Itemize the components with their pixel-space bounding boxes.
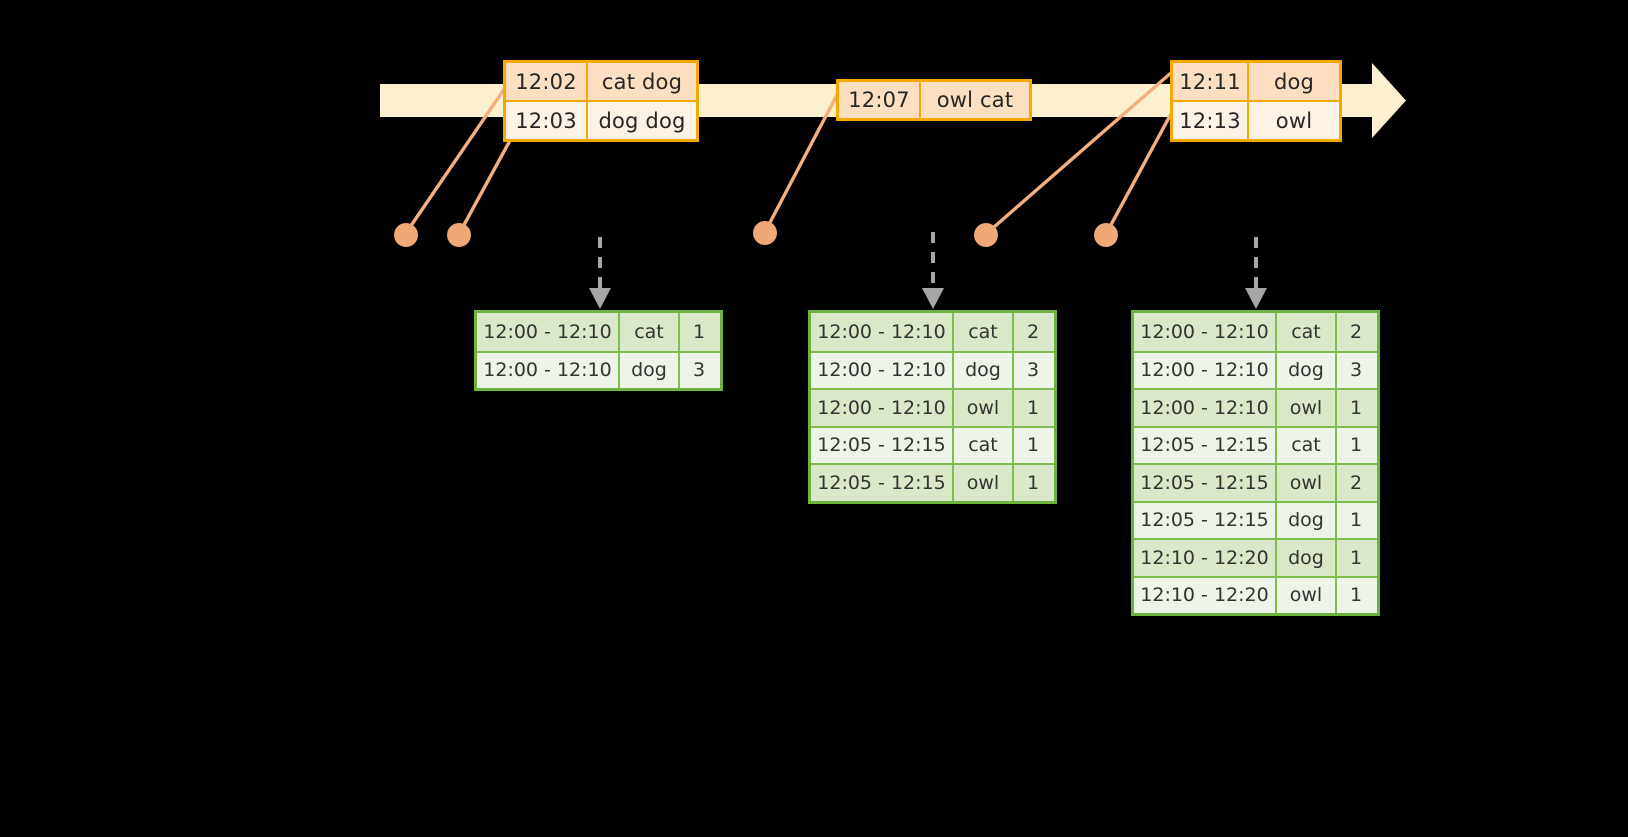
emit-arrows bbox=[589, 232, 1267, 309]
event-text: dog dog bbox=[598, 108, 686, 133]
cell-window: 12:05 - 12:15 bbox=[1134, 502, 1277, 538]
cell-window: 12:00 - 12:10 bbox=[811, 352, 954, 388]
cell-window: 12:05 - 12:15 bbox=[811, 465, 954, 501]
event-text: owl bbox=[1275, 108, 1313, 133]
event-group-3[interactable]: 12:11 dog 12:13 owl bbox=[1170, 60, 1342, 142]
cell-count: 3 bbox=[1349, 359, 1363, 382]
event-row[interactable]: 12:03 dog dog bbox=[506, 100, 696, 139]
cell-count: 1 bbox=[1349, 584, 1363, 607]
cell-key: dog bbox=[1277, 540, 1337, 576]
cell-key: dog bbox=[1277, 352, 1337, 388]
cell-count: 1 bbox=[1026, 471, 1040, 494]
event-time: 12:03 bbox=[506, 102, 588, 139]
cell-window: 12:00 - 12:10 bbox=[477, 313, 620, 351]
cell-key: cat bbox=[954, 313, 1014, 351]
cell-window: 12:00 - 12:10 bbox=[811, 390, 954, 426]
cell-key: owl bbox=[1277, 390, 1337, 426]
event-time: 12:11 bbox=[1173, 63, 1249, 100]
event-dot-1203-a[interactable] bbox=[447, 223, 471, 247]
event-text: dog bbox=[1273, 69, 1315, 94]
event-time: 12:02 bbox=[506, 63, 588, 100]
cell-key: dog bbox=[620, 352, 680, 388]
cell-count: 1 bbox=[1349, 396, 1363, 419]
cell-window: 12:05 - 12:15 bbox=[1134, 427, 1277, 463]
cell-window: 12:00 - 12:10 bbox=[1134, 390, 1277, 426]
event-row[interactable]: 12:02 cat dog bbox=[506, 63, 696, 100]
event-group-1[interactable]: 12:02 cat dog 12:03 dog dog bbox=[503, 60, 699, 142]
cell-window: 12:00 - 12:10 bbox=[1134, 352, 1277, 388]
event-row[interactable]: 12:07 owl cat bbox=[839, 82, 1029, 118]
cell-count: 1 bbox=[1349, 509, 1363, 532]
event-time: 12:13 bbox=[1173, 102, 1249, 139]
event-time: 12:07 bbox=[839, 82, 921, 118]
event-row[interactable]: 12:13 owl bbox=[1173, 100, 1339, 139]
event-row[interactable]: 12:11 dog bbox=[1173, 63, 1339, 100]
event-dot-1211[interactable] bbox=[974, 223, 998, 247]
cell-count: 3 bbox=[692, 359, 706, 382]
cell-key: cat bbox=[620, 313, 680, 351]
cell-count: 1 bbox=[1349, 434, 1363, 457]
event-dot-1202-a[interactable] bbox=[394, 223, 418, 247]
cell-key: cat bbox=[954, 427, 1014, 463]
cell-count: 1 bbox=[1349, 546, 1363, 569]
cell-key: cat bbox=[1277, 427, 1337, 463]
cell-count: 3 bbox=[1026, 359, 1040, 382]
event-text: owl cat bbox=[936, 88, 1014, 112]
cell-count: 2 bbox=[1026, 320, 1040, 343]
cell-key: owl bbox=[954, 465, 1014, 501]
cell-window: 12:00 - 12:10 bbox=[811, 313, 954, 351]
cell-count: 1 bbox=[692, 320, 706, 343]
cell-window: 12:05 - 12:15 bbox=[1134, 465, 1277, 501]
event-group-2[interactable]: 12:07 owl cat bbox=[836, 79, 1032, 121]
cell-window: 12:10 - 12:20 bbox=[1134, 540, 1277, 576]
event-text: cat dog bbox=[601, 69, 683, 94]
cell-key: cat bbox=[1277, 313, 1337, 351]
cell-count: 2 bbox=[1349, 320, 1363, 343]
event-dots bbox=[394, 221, 1118, 247]
cell-window: 12:00 - 12:10 bbox=[1134, 313, 1277, 351]
cell-window: 12:10 - 12:20 bbox=[1134, 577, 1277, 613]
cell-count: 2 bbox=[1349, 471, 1363, 494]
cell-key: dog bbox=[954, 352, 1014, 388]
cell-count: 1 bbox=[1026, 396, 1040, 419]
cell-key: dog bbox=[1277, 502, 1337, 538]
cell-window: 12:05 - 12:15 bbox=[811, 427, 954, 463]
cell-window: 12:00 - 12:10 bbox=[477, 352, 620, 388]
cell-key: owl bbox=[1277, 465, 1337, 501]
event-dot-1213[interactable] bbox=[1094, 223, 1118, 247]
cell-key: owl bbox=[954, 390, 1014, 426]
cell-count: 1 bbox=[1026, 434, 1040, 457]
cell-key: owl bbox=[1277, 577, 1337, 613]
event-dot-1207[interactable] bbox=[753, 221, 777, 245]
